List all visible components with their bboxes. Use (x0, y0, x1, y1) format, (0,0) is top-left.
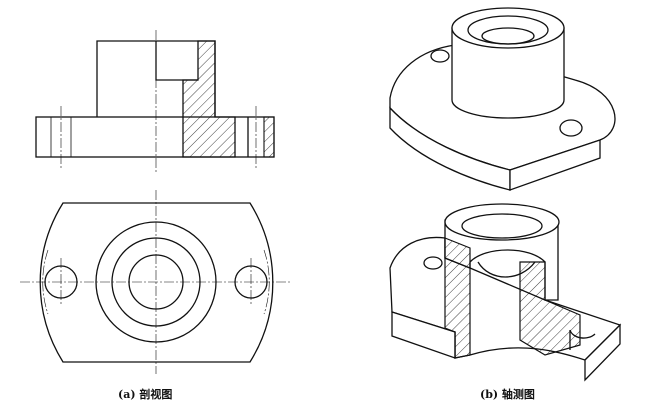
front-section-view (35, 30, 275, 172)
axonometric-section (389, 203, 622, 382)
top-view (20, 190, 292, 374)
caption-axonometric-view: (b) 轴测图 (480, 388, 535, 401)
caption-section-view: (a) 剖视图 (118, 388, 173, 401)
axonometric-full (389, 7, 616, 191)
